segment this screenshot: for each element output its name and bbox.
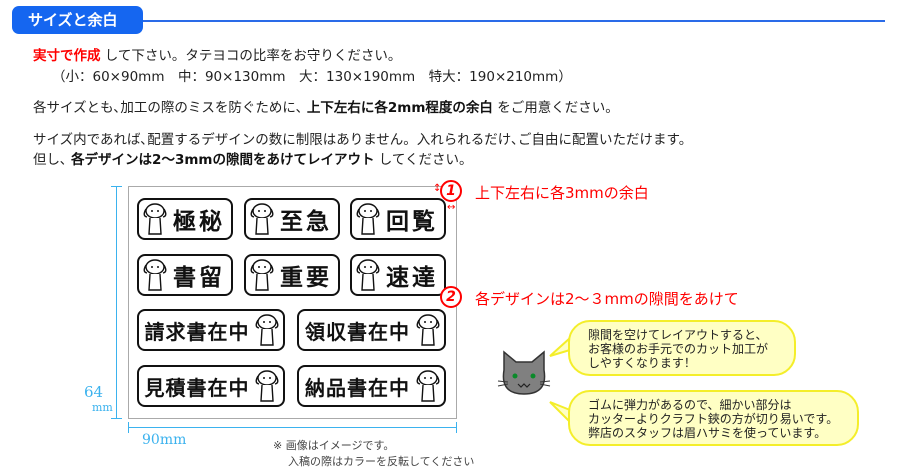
stamp-design: 速達 [350, 254, 446, 296]
stamp-design: 領収書在中 [297, 309, 446, 351]
margin-arrow-icon: ↕ [433, 183, 442, 194]
para1-rest: して下さい。タテヨコの比率をお守りください。 [100, 48, 402, 64]
stamp-design: 納品書在中 [297, 365, 446, 407]
dog-icon [255, 314, 279, 346]
callout-2-number: 2 [440, 286, 462, 308]
para3-line1: サイズ内であれば､配置するデザインの数に制限はありません。入れられるだけ､ご自由… [33, 132, 693, 148]
bubble-2-line: ゴムに弾力があるので、細かい部分は [588, 398, 792, 412]
para3-before: 但し､ [33, 152, 72, 168]
callout-1-text: 上下左右に各3mmの余白 [475, 184, 649, 202]
stamp-label: 領収書在中 [305, 319, 410, 344]
bubble-2-line: 弊店のスタッフは眉ハサミを使っています。 [588, 426, 827, 440]
callout-1-number: 1 [440, 180, 462, 202]
para2-bold: 上下左右に各2mm程度の余白 [306, 100, 493, 116]
para3-line2: 但し､ 各デザインは2～3mmの隙間をあけてレイアウト してください。 [33, 148, 472, 168]
bubble-1-line: しやすくなります！ [588, 356, 696, 370]
height-dimension-line [111, 186, 122, 419]
dog-icon [143, 259, 167, 291]
section-title: サイズと余白 [12, 6, 143, 34]
para1-line1: 実寸で作成 して下さい。タテヨコの比率をお守りください。 [33, 44, 401, 64]
stamp-design: 重要 [244, 254, 340, 296]
width-dimension-line [128, 422, 457, 433]
stamp-label: 極秘 [173, 209, 225, 235]
stamp-label: 重要 [280, 265, 332, 291]
para2: 各サイズとも､加工の際のミスを防ぐために､ 上下左右に各2mm程度の余白 をご用… [33, 96, 619, 116]
height-number: 64 [84, 383, 104, 401]
note-line2: 入稿の際はカラーを反転してください [288, 455, 475, 468]
dog-icon [356, 259, 380, 291]
para3-after: してください。 [374, 152, 473, 168]
stamp-design: 至急 [244, 198, 340, 240]
dog-icon [255, 370, 279, 402]
stamp-design: 見積書在中 [137, 365, 285, 407]
width-label: 90mm [142, 432, 187, 448]
para1-highlight: 実寸で作成 [33, 48, 101, 64]
stamp-design: 極秘 [137, 198, 233, 240]
stamp-label: 納品書在中 [305, 375, 410, 400]
stamp-design: 請求書在中 [137, 309, 285, 351]
stamp-design: 回覧 [350, 198, 446, 240]
dog-icon [356, 203, 380, 235]
bubble-2-line: カッターよりクラフト鋏の方が切り易いです。 [588, 412, 839, 426]
stamp-label: 書留 [173, 265, 225, 291]
para2-after: をご用意ください。 [492, 100, 619, 116]
dog-icon [143, 203, 167, 235]
para3-bold: 各デザインは2～3mmの隙間をあけてレイアウト [71, 152, 375, 168]
stamp-label: 速達 [386, 265, 438, 291]
speech-bubble-1: 隙間を空けてレイアウトすると、お客様のお手元でのカット加工がしやすくなります！ [568, 320, 796, 376]
para1-sizes: （小：60×90mm 中：90×130mm 大：130×190mm 特大：190… [52, 69, 572, 85]
bubble-1-line: 隙間を空けてレイアウトすると、 [588, 328, 768, 342]
dog-icon [416, 370, 440, 402]
stamp-label: 見積書在中 [144, 375, 250, 400]
stamp-label: 回覧 [386, 209, 438, 235]
callout-2-text: 各デザインは2～３mmの隙間をあけて [475, 290, 739, 308]
stamp-design: 書留 [137, 254, 233, 296]
note-line1: ※ 画像はイメージです。 [273, 439, 395, 452]
speech-bubble-2: ゴムに弾力があるので、細かい部分はカッターよりクラフト鋏の方が切り易いです。弊店… [568, 390, 859, 446]
stamp-label: 至急 [280, 209, 332, 235]
para2-before: 各サイズとも､加工の際のミスを防ぐために､ [33, 100, 307, 116]
header-rule [143, 20, 885, 22]
margin-arrow-h-icon: ↔ [447, 202, 456, 213]
bubble-1-line: お客様のお手元でのカット加工が [588, 342, 769, 356]
dog-icon [250, 203, 274, 235]
height-unit: mm [92, 401, 113, 414]
dog-icon [416, 314, 440, 346]
dog-icon [250, 259, 274, 291]
stamp-label: 請求書在中 [144, 319, 250, 344]
cat-icon [497, 350, 551, 395]
